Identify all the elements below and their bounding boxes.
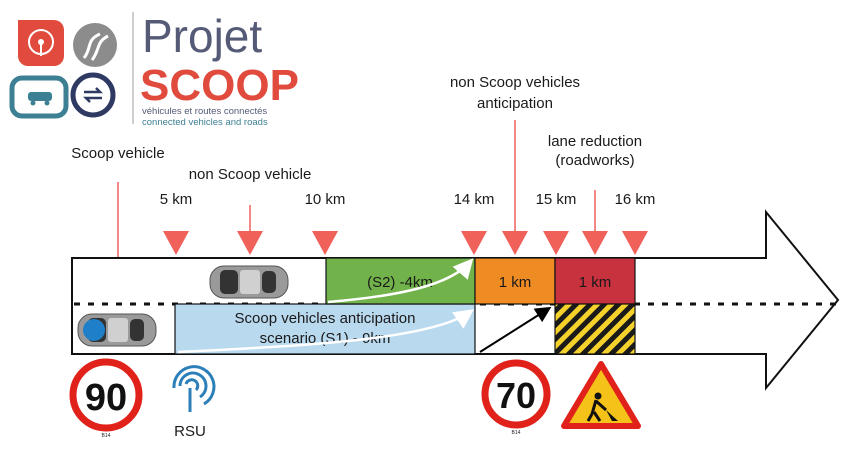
lane-change-arrow: [479, 306, 552, 353]
speed-limit-90-sign: 90 B14: [69, 358, 143, 439]
sign-code: B14: [512, 430, 521, 436]
km-marker-16: [622, 231, 648, 255]
red-zone-label: 1 km: [579, 274, 612, 291]
car-icon: [9, 75, 69, 119]
roadworks-sign-icon: [561, 361, 641, 429]
non-scoop-vehicle-label: non Scoop vehicle: [189, 166, 312, 183]
s2-zone-label: (S2) -4km: [367, 274, 433, 291]
s1-anticipation-arrow: [177, 309, 475, 354]
project-logo: Projet SCOOP véhicules et routes connect…: [9, 10, 299, 128]
exchange-icon: [70, 72, 116, 118]
km-marker-label: 5 km: [160, 191, 193, 208]
road-icon: [73, 23, 117, 67]
logo-subtitle-fr: véhicules et routes connectés: [142, 106, 267, 117]
lane-reduction-label-2: (roadworks): [555, 152, 634, 169]
non-scoop-anticipation-marker: [502, 231, 528, 255]
s1-zone-label-2: scenario (S1) - 9km: [260, 330, 391, 347]
logo-subtitle-en: connected vehicles and roads: [142, 117, 268, 128]
km-marker-label: 16 km: [615, 191, 656, 208]
km-marker-15: [543, 231, 569, 255]
s1-zone-label-1: Scoop vehicles anticipation: [235, 310, 416, 327]
logo-title-line1: Projet: [142, 10, 262, 62]
sign-code: B14: [102, 433, 111, 439]
scoop-car-icon: [77, 313, 157, 347]
km-marker-10: [312, 231, 338, 255]
lane-reduction-marker: [582, 231, 608, 255]
rsu-label: RSU: [174, 423, 206, 440]
non-scoop-car-icon: [209, 265, 289, 299]
orange-zone-label: 1 km: [499, 274, 532, 291]
km-markers: [163, 231, 648, 255]
antenna-icon: [18, 20, 64, 66]
speed-limit-70-value: 70: [496, 375, 536, 416]
s2-anticipation-arrow: [327, 258, 474, 304]
km-marker-label: 10 km: [305, 191, 346, 208]
non-scoop-anticipation-label-2: anticipation: [477, 95, 553, 112]
orange-zone: [474, 257, 556, 305]
lane-reduction-label-1: lane reduction: [548, 133, 642, 150]
km-marker-label: 14 km: [454, 191, 495, 208]
km-marker-5: [163, 231, 189, 255]
logo-title-line2: SCOOP: [140, 61, 299, 110]
non-scoop-anticipation-label-1: non Scoop vehicles: [450, 74, 580, 91]
non-scoop-vehicle-marker: [237, 231, 263, 255]
scoop-vehicle-label: Scoop vehicle: [71, 145, 164, 162]
speed-limit-70-sign: 70 B14: [481, 359, 551, 436]
roadworks-hatch: [554, 303, 636, 355]
km-marker-14: [461, 231, 487, 255]
rsu-antenna-icon: [172, 365, 216, 412]
km-marker-label: 15 km: [536, 191, 577, 208]
speed-limit-90-value: 90: [85, 377, 127, 419]
red-zone: [554, 257, 636, 305]
